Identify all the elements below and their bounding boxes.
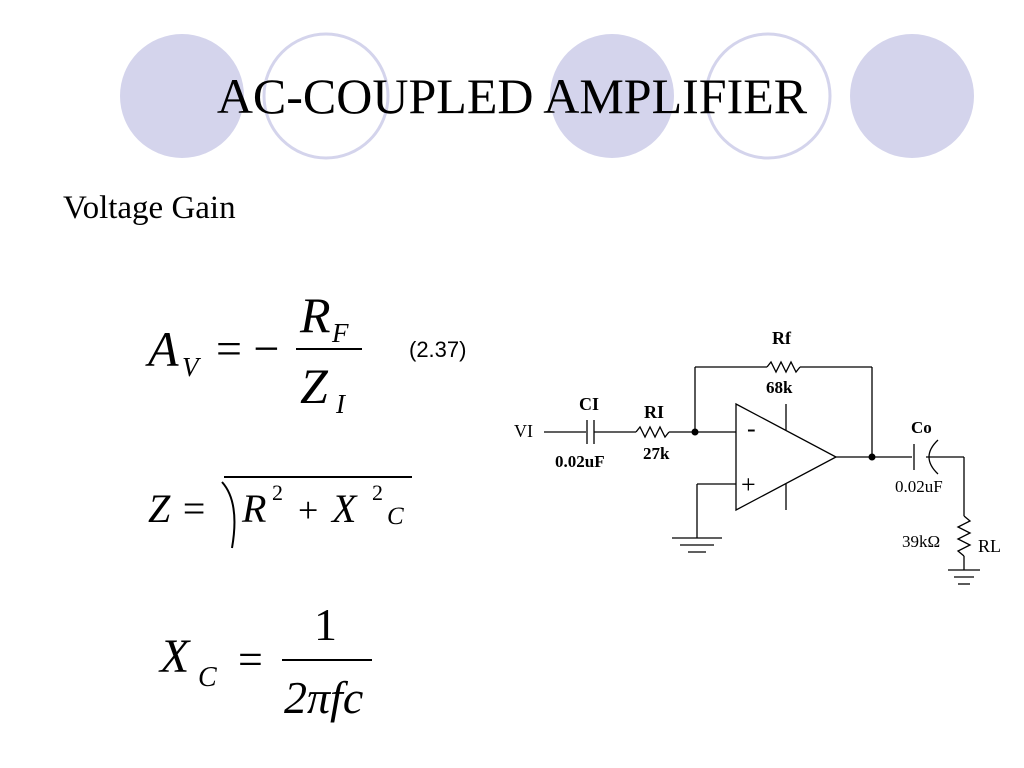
gain-lhs: A (145, 321, 179, 377)
opamp-triangle (735, 402, 838, 512)
reactance-denominator: 2πfc (284, 672, 363, 723)
ci-value: 0.02uF (555, 452, 605, 471)
gain-numerator-sub: F (331, 318, 349, 348)
impedance-exp1: 2 (272, 480, 283, 505)
equations: A V = − R F Z I Z = R 2 + X 2 C X C = 1 … (145, 287, 412, 723)
slide-title: AC-COUPLED AMPLIFIER (216, 68, 808, 124)
rl-resistor (956, 515, 972, 557)
impedance-term2: X (330, 486, 358, 531)
junction-dot (691, 428, 699, 436)
impedance-term1: R (241, 486, 266, 531)
co-label: Co (911, 418, 932, 437)
ri-label: RI (644, 402, 664, 422)
reactance-equation: X C = 1 2πfc (158, 599, 372, 723)
slide-subtitle: Voltage Gain (63, 190, 236, 226)
rl-label: RL (978, 536, 1001, 556)
gain-denominator: Z (300, 358, 329, 414)
rf-resistor (766, 360, 801, 374)
header-decoration (120, 32, 974, 160)
gain-lhs-sub: V (182, 352, 202, 382)
rf-label: Rf (772, 328, 792, 348)
impedance-exp2: 2 (372, 480, 383, 505)
decor-circle-filled (550, 34, 674, 158)
ri-resistor (635, 425, 670, 439)
vi-label: VI (514, 421, 533, 441)
decor-circle-filled (120, 34, 244, 158)
rl-value: 39kΩ (902, 532, 940, 551)
gain-operator: = − (216, 323, 279, 374)
sqrt-radical (221, 481, 236, 549)
reactance-lhs-sub: C (198, 662, 217, 693)
reactance-operator: = (238, 635, 263, 684)
impedance-lhs: Z = (148, 486, 207, 531)
decor-circle-outline (704, 32, 832, 160)
reactance-lhs: X (158, 630, 191, 683)
opamp-minus: - (747, 414, 756, 443)
junction-dot (868, 453, 876, 461)
opamp-plus: + (741, 470, 756, 499)
reactance-numerator: 1 (314, 599, 337, 650)
impedance-equation: Z = R 2 + X 2 C (148, 476, 412, 549)
ci-label: CI (579, 394, 599, 414)
decor-circle-outline (262, 32, 390, 160)
rf-value: 68k (766, 378, 793, 397)
gain-equation: A V = − R F Z I (145, 287, 362, 419)
decor-circle-filled (850, 34, 974, 158)
impedance-term2-sub: C (387, 503, 404, 530)
gain-numerator: R (299, 287, 331, 343)
co-value: 0.02uF (895, 477, 943, 496)
equation-number: (2.37) (409, 337, 467, 362)
ri-value: 27k (643, 444, 670, 463)
impedance-plus: + (298, 490, 318, 530)
gain-denominator-sub: I (335, 389, 347, 419)
